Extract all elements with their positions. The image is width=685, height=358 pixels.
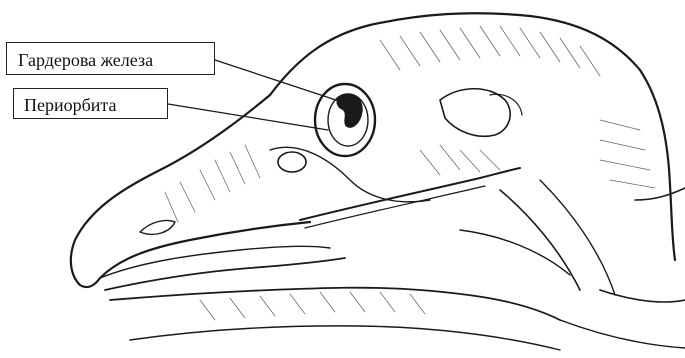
nostril: [140, 220, 175, 234]
neck-lower-2: [560, 320, 685, 348]
jaw-tendon-2: [305, 186, 485, 228]
lower-beak: [105, 258, 345, 290]
beak-inner-line: [100, 246, 330, 278]
jaw-bottom: [130, 326, 560, 350]
leader-line-harderian-gland: [215, 60, 348, 104]
neck-muscle-3: [460, 230, 570, 275]
harderian-gland-shape: [337, 94, 362, 127]
upper-beak: [71, 95, 310, 287]
lower-jaw: [110, 288, 560, 320]
neck-lower: [600, 290, 685, 302]
sinus-opening: [278, 152, 306, 172]
ear-region: [440, 89, 510, 137]
ear-detail: [490, 94, 522, 115]
label-harderian-gland: Гардерова железа: [6, 42, 215, 75]
neck-upper: [635, 188, 685, 200]
label-periorbita: Периорбита: [13, 88, 168, 119]
hatching: [165, 26, 655, 320]
neck-muscle-1: [500, 190, 580, 290]
leader-line-periorbita: [168, 104, 328, 130]
head-outline: [270, 13, 675, 260]
jaw-tendon: [300, 168, 520, 220]
neck-muscle-2: [540, 180, 615, 295]
